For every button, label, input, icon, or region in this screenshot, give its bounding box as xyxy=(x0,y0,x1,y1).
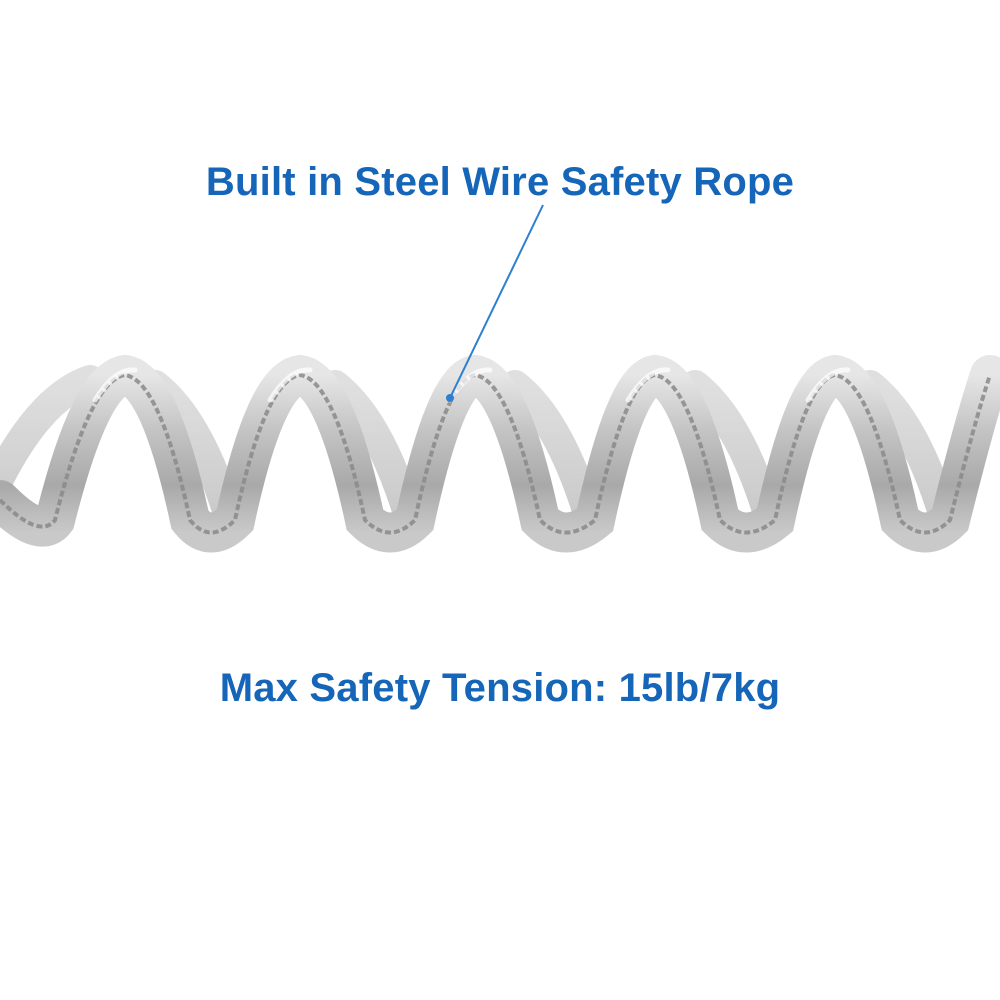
callout-leader-line xyxy=(449,204,544,399)
callout-pointer-dot xyxy=(446,394,454,402)
steel-wire-callout-label: Built in Steel Wire Safety Rope xyxy=(205,160,795,204)
max-tension-label: Max Safety Tension: 15lb/7kg xyxy=(219,666,781,710)
coil-front-strands xyxy=(0,354,1000,553)
coil-highlights xyxy=(92,367,851,403)
steel-wire-core xyxy=(0,372,992,535)
